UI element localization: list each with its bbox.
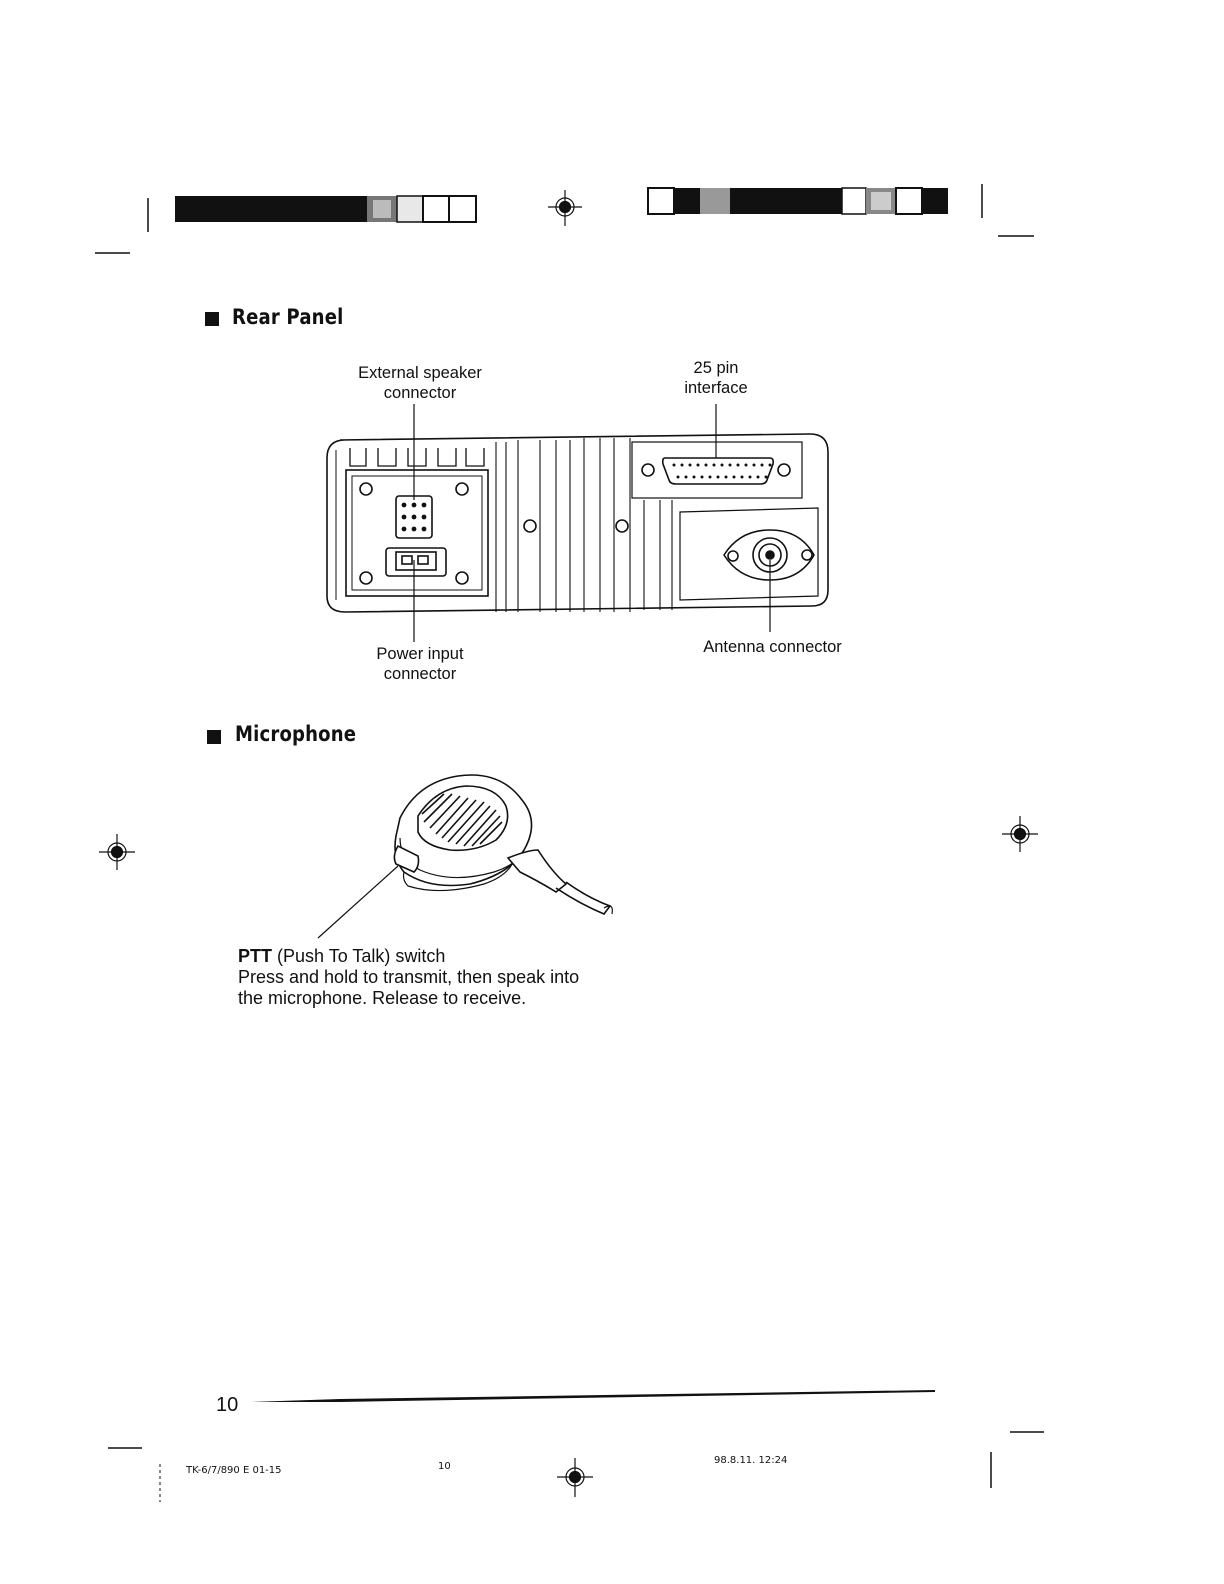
label-antenna-connector: Antenna connector [690, 637, 855, 657]
center-page-number: 10 [438, 1461, 451, 1472]
label-line: connector [330, 383, 510, 403]
registration-mark-right [1002, 816, 1038, 852]
doc-code: TK-6/7/890 E 01-15 [186, 1465, 282, 1476]
label-line: interface [660, 378, 772, 398]
section-heading-rear-panel: Rear Panel [232, 305, 343, 329]
ptt-instruction-line: the microphone. Release to receive. [238, 988, 658, 1009]
ptt-label: PTT [238, 946, 272, 966]
ptt-title-line: PTT (Push To Talk) switch [238, 946, 658, 967]
footer-rule [252, 1390, 935, 1402]
ptt-instruction-line: Press and hold to transmit, then speak i… [238, 967, 658, 988]
registration-mark-bottom [557, 1458, 593, 1497]
color-bar-left [175, 196, 476, 222]
page-number: 10 [216, 1394, 238, 1417]
registration-mark-top [548, 190, 582, 226]
section-bullet [205, 312, 219, 326]
label-line: connector [340, 664, 500, 684]
registration-mark-left [99, 834, 135, 870]
label-line: 25 pin [660, 358, 772, 378]
ptt-title-rest: (Push To Talk) switch [272, 946, 445, 966]
color-bar-right [648, 188, 948, 214]
section-bullet [207, 730, 221, 744]
section-heading-microphone: Microphone [235, 722, 356, 746]
print-timestamp: 98.8.11. 12:24 [714, 1455, 787, 1466]
label-power-input: Power input connector [340, 644, 500, 684]
label-line: Power input [340, 644, 500, 664]
ptt-description: PTT (Push To Talk) switch Press and hold… [238, 946, 658, 1009]
label-line: External speaker [330, 363, 510, 383]
label-25-pin-interface: 25 pin interface [660, 358, 772, 398]
label-external-speaker: External speaker connector [330, 363, 510, 403]
